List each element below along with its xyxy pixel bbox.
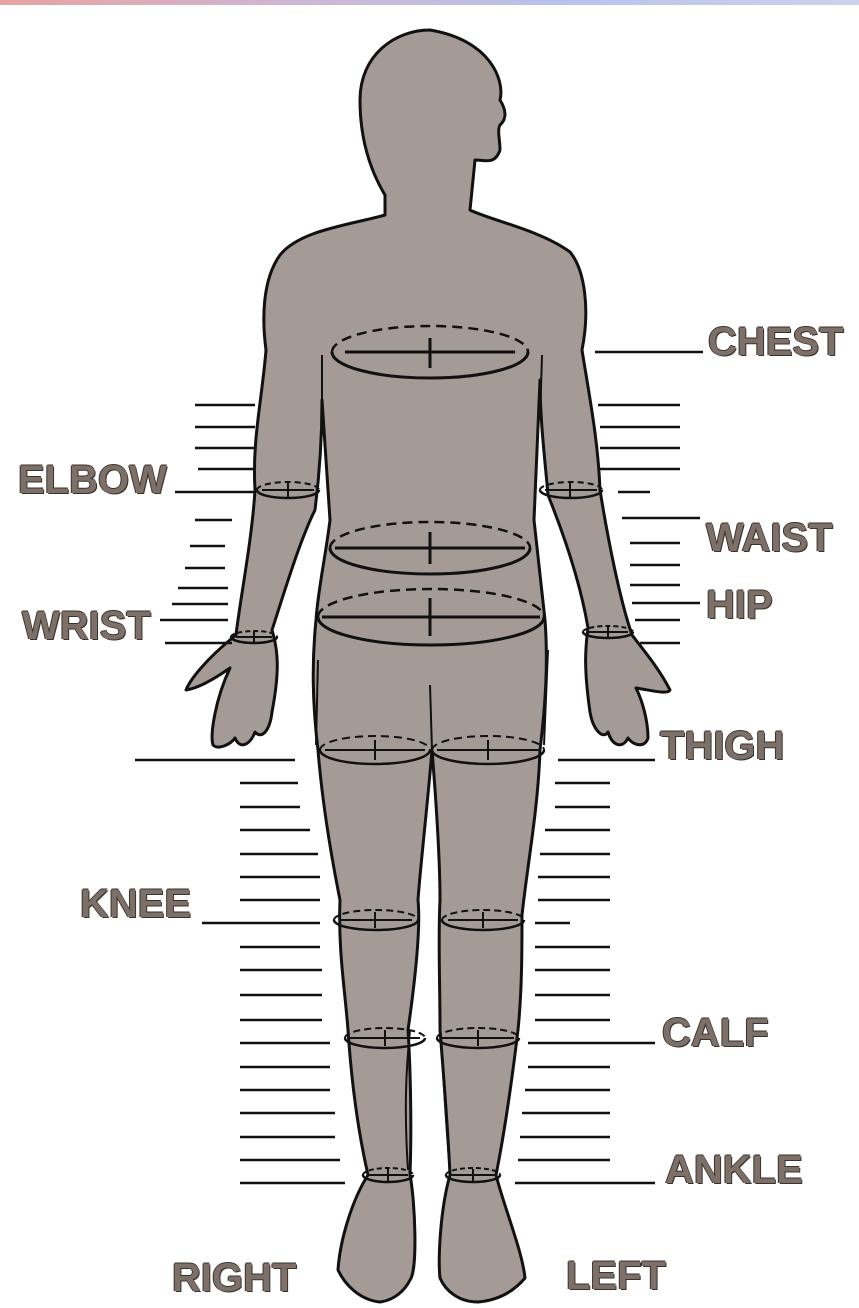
left-side-label: LEFT (566, 1256, 666, 1296)
right-elbow-ring (257, 482, 319, 498)
body-silhouette (186, 30, 670, 1302)
left-elbow-ring (540, 482, 602, 498)
right-side-label: RIGHT (172, 1258, 296, 1298)
right-wrist-ring (231, 631, 277, 643)
ankle-label: ANKLE (665, 1150, 803, 1190)
right-thigh-ring (320, 736, 430, 764)
thigh-label: THIGH (660, 726, 784, 766)
calf-label: CALF (662, 1013, 769, 1053)
chest-label: CHEST (708, 322, 844, 362)
waist-label: WAIST (706, 518, 833, 558)
right-calf-ring (345, 1028, 425, 1048)
torso-and-head (186, 30, 670, 1302)
left-wrist-ring (583, 626, 633, 638)
right-ankle-ring (363, 1168, 413, 1182)
wrist-label: WRIST (22, 606, 151, 646)
left-calf-ring (437, 1028, 519, 1048)
left-rule-lines (135, 405, 345, 1183)
hip-label: HIP (706, 585, 773, 625)
left-knee-ring (442, 910, 524, 930)
elbow-label: ELBOW (18, 460, 167, 500)
knee-label: KNEE (80, 884, 191, 924)
